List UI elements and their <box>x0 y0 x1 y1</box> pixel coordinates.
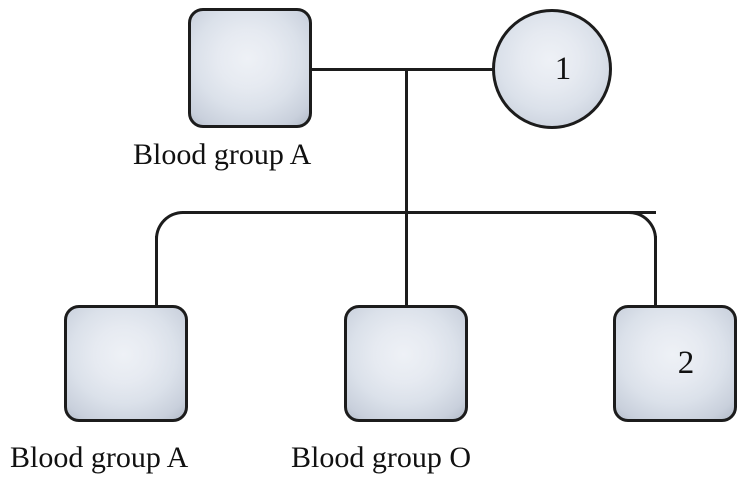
descent-line <box>405 68 408 214</box>
child-drop-line-2 <box>405 211 408 308</box>
sibship-corner-left <box>155 211 183 239</box>
generation2-child-1-label: Blood group A <box>10 441 189 474</box>
child-drop-line-3 <box>654 236 657 308</box>
generation1-mother-circle[interactable]: 1 <box>492 9 612 129</box>
sibship-corner-right <box>629 211 657 239</box>
generation2-child-3-square[interactable]: 2 <box>613 305 737 422</box>
generation1-mother-number: 1 <box>554 50 572 87</box>
sibship-line <box>182 211 656 214</box>
child-drop-line-1 <box>155 236 158 308</box>
generation2-child-3-number: 2 <box>677 345 695 381</box>
marriage-line <box>310 68 494 71</box>
generation1-father-square[interactable] <box>188 8 312 128</box>
generation1-father-label: Blood group A <box>133 138 312 171</box>
generation2-child-2-square[interactable] <box>344 305 468 422</box>
generation2-child-2-label: Blood group O <box>291 441 471 474</box>
generation2-child-1-square[interactable] <box>64 305 188 422</box>
